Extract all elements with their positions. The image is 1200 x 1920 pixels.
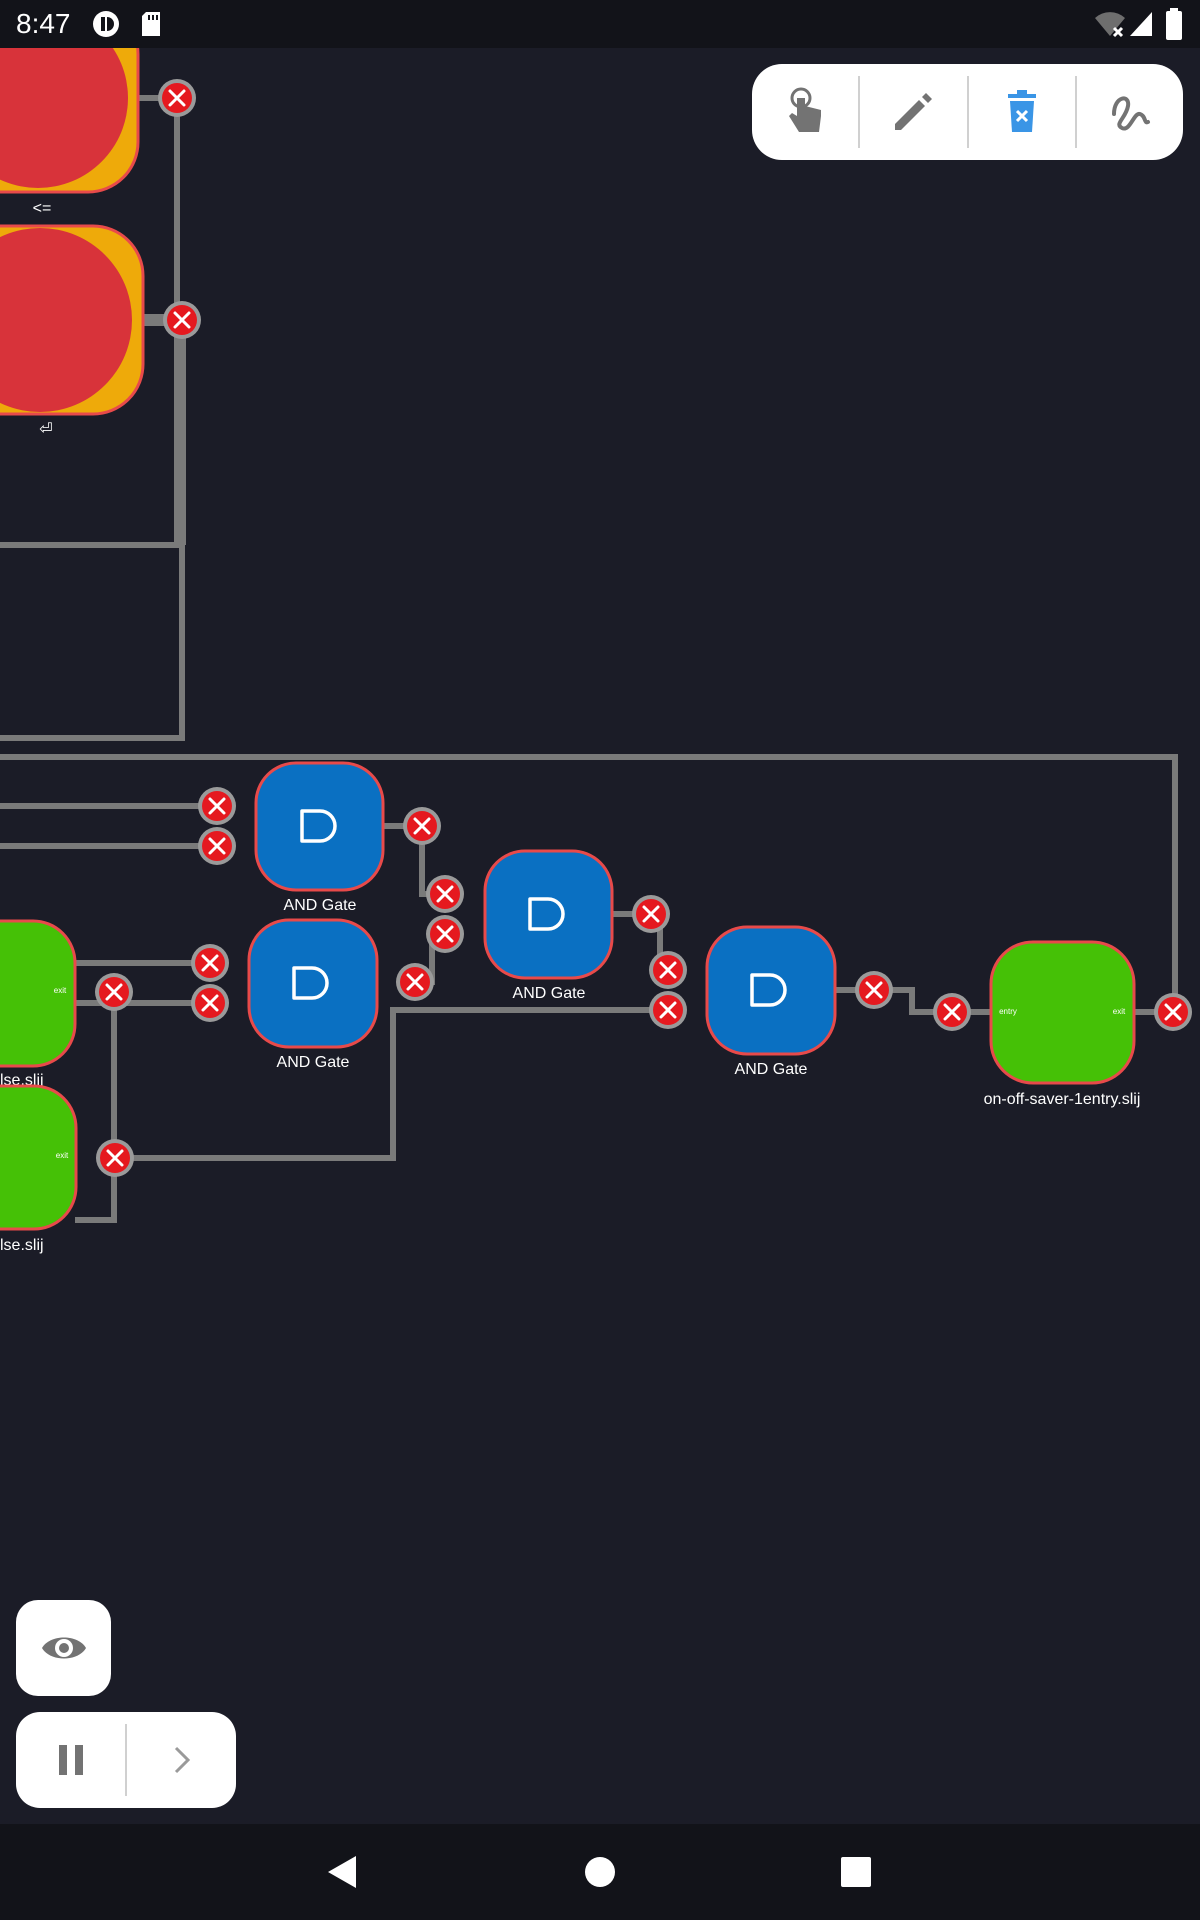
gate-label: AND Gate — [735, 1061, 808, 1078]
input-port[interactable] — [424, 873, 466, 915]
select-tool-button[interactable] — [752, 64, 858, 160]
and-gate-node-2[interactable]: AND Gate — [247, 918, 379, 1071]
and-gate-node-1[interactable]: AND Gate — [254, 761, 385, 914]
trash-icon — [1007, 90, 1036, 132]
signal-icon — [1130, 12, 1152, 36]
gate-label: AND Gate — [284, 897, 357, 914]
gate-label: AND Gate — [277, 1054, 350, 1071]
output-port[interactable] — [1152, 991, 1194, 1033]
module-node-a[interactable]: exit lse.slij — [0, 919, 77, 1089]
input-port[interactable] — [647, 989, 689, 1031]
output-port[interactable] — [630, 893, 672, 935]
module-node-b[interactable]: exit lse.slij — [0, 1084, 78, 1254]
and-gate-node-4[interactable]: AND Gate — [705, 925, 837, 1078]
app-badge-icon — [93, 11, 119, 37]
input-port[interactable] — [189, 982, 231, 1024]
delete-tool-button[interactable] — [969, 64, 1075, 160]
output-port[interactable] — [93, 971, 135, 1013]
exit-port-label: exit — [54, 986, 67, 995]
home-icon[interactable] — [584, 1856, 616, 1888]
eye-icon — [41, 1637, 86, 1659]
status-bar: 8:47 — [0, 0, 1200, 48]
output-port[interactable] — [161, 299, 203, 341]
step-button[interactable] — [127, 1712, 236, 1808]
simulation-controls — [16, 1712, 236, 1808]
input-port[interactable] — [647, 949, 689, 991]
pause-button[interactable] — [16, 1712, 125, 1808]
module-node-c[interactable]: entry exit on-off-saver-1entry.slij — [984, 940, 1141, 1108]
comparator-label: ⏎ — [39, 421, 52, 438]
module-label: lse.slij — [0, 1237, 44, 1254]
input-port[interactable] — [424, 913, 466, 955]
touch-icon — [789, 87, 822, 132]
tool-toolbar — [752, 64, 1183, 160]
view-button[interactable] — [16, 1600, 111, 1696]
wifi-off-icon — [1095, 12, 1125, 38]
sd-card-icon — [142, 12, 160, 36]
recents-icon[interactable] — [840, 1856, 872, 1888]
toolbar-divider — [1074, 76, 1077, 148]
output-port[interactable] — [94, 1137, 136, 1179]
entry-port-label: entry — [999, 1007, 1017, 1016]
system-nav-bar — [0, 1824, 1200, 1920]
wire-tool-button[interactable] — [1077, 64, 1183, 160]
pencil-icon — [895, 93, 933, 130]
comparator-node-return[interactable]: ⏎ — [0, 224, 145, 438]
exit-port-label: exit — [1113, 1007, 1126, 1016]
comparator-node-le[interactable]: <= — [0, 2, 140, 217]
input-port[interactable] — [196, 785, 238, 827]
battery-icon — [1166, 8, 1182, 40]
pause-icon — [58, 1745, 83, 1775]
input-port[interactable] — [931, 991, 973, 1033]
output-port[interactable] — [853, 969, 895, 1011]
output-port[interactable] — [401, 805, 443, 847]
gate-label: AND Gate — [513, 985, 586, 1002]
wire-icon — [1111, 96, 1150, 131]
back-icon[interactable] — [326, 1854, 358, 1890]
input-port[interactable] — [196, 825, 238, 867]
edit-tool-button[interactable] — [860, 64, 966, 160]
output-port[interactable] — [156, 77, 198, 119]
module-label: on-off-saver-1entry.slij — [984, 1091, 1141, 1108]
output-port[interactable] — [394, 961, 436, 1003]
exit-port-label: exit — [56, 1151, 69, 1160]
controls-divider — [125, 1724, 127, 1796]
comparator-label: <= — [33, 200, 52, 217]
toolbar-divider — [966, 76, 969, 148]
toolbar-divider — [858, 76, 861, 148]
and-gate-node-3[interactable]: AND Gate — [483, 849, 614, 1002]
chevron-right-icon — [174, 1746, 190, 1774]
status-time: 8:47 — [16, 8, 71, 39]
input-port[interactable] — [189, 942, 231, 984]
